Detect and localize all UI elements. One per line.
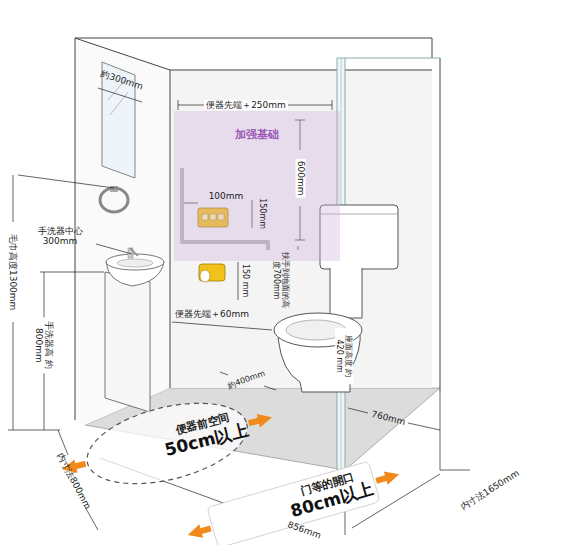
dimension-label: 座面高度 約420 mm (335, 328, 353, 384)
dimension-label: 600mm (295, 159, 305, 198)
node-heading: 加强基础 (174, 129, 340, 142)
dimension-label: 手洗器高 約800mm (34, 317, 55, 373)
dimension-label: 内寸法1650mm (459, 468, 522, 513)
dimension-label: 手洗器中心 300mm (29, 226, 91, 247)
dimension-label: 150mm (257, 199, 266, 230)
orange-arrow (185, 522, 212, 542)
dimension-label: 便器先端＋60mm (175, 309, 249, 319)
orange-arrow (247, 411, 274, 430)
dimension-label: 便器先端＋250mm (204, 100, 288, 110)
reinforcement-zone: 加强基础 (174, 111, 340, 261)
dimension-label: 100mm (209, 191, 244, 201)
dimension-label: 扶手到地面的高度700mm (272, 251, 290, 309)
dimension-label: 毛巾高度1300mm (8, 232, 18, 312)
dimension-label: 150 mm (241, 264, 250, 297)
orange-arrow (374, 468, 401, 488)
